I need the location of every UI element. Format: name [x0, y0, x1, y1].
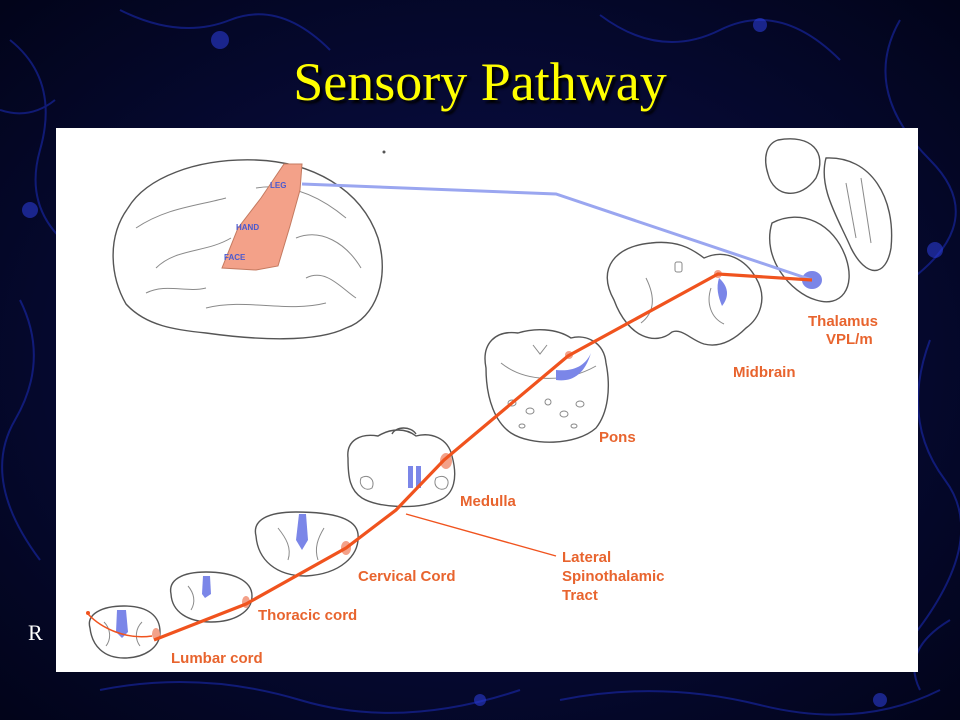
spinothalamic-pathway	[86, 272, 813, 642]
thoracic-cord-section: Thoracic cord	[169, 571, 357, 624]
diagram-panel: LEG HAND FACE Thalamus VPL/m Midbrain	[56, 128, 918, 672]
thalamus-label: Thalamus	[808, 313, 878, 330]
side-letter: R	[28, 620, 43, 645]
slide-title: Sensory Pathway	[293, 52, 667, 112]
pons-section: Pons	[484, 329, 636, 446]
midbrain-section: Midbrain	[606, 241, 796, 381]
cortex-label-hand: HAND	[236, 223, 259, 232]
tract-label-line2: Spinothalamic	[562, 568, 665, 585]
tract-label-line3: Tract	[562, 587, 598, 604]
thalamus-vpl-label: VPL/m	[826, 331, 873, 348]
pons-label: Pons	[599, 429, 636, 446]
cortex-label-leg: LEG	[270, 181, 286, 190]
cervical-cord-label: Cervical Cord	[358, 568, 456, 585]
medulla-section: Medulla	[347, 427, 516, 510]
thalamus-section: Thalamus VPL/m	[765, 138, 893, 348]
thoracic-cord-label: Thoracic cord	[258, 607, 357, 624]
lumbar-cord-label: Lumbar cord	[171, 650, 263, 667]
lumbar-cord-section: Lumbar cord	[88, 605, 263, 667]
tract-label-line1: Lateral	[562, 549, 611, 566]
brain-lateral-view: LEG HAND FACE	[112, 150, 386, 340]
midbrain-label: Midbrain	[733, 364, 796, 381]
cortex-label-face: FACE	[224, 253, 246, 262]
cervical-cord-section: Cervical Cord	[254, 511, 456, 585]
medulla-label: Medulla	[460, 493, 516, 510]
somatosensory-cortex-area	[221, 163, 303, 271]
sensory-pathway-diagram: LEG HAND FACE Thalamus VPL/m Midbrain	[86, 138, 893, 667]
pons-nucleus	[556, 353, 591, 381]
thalamocortical-projection	[301, 182, 813, 282]
midbrain-nucleus	[717, 278, 728, 306]
